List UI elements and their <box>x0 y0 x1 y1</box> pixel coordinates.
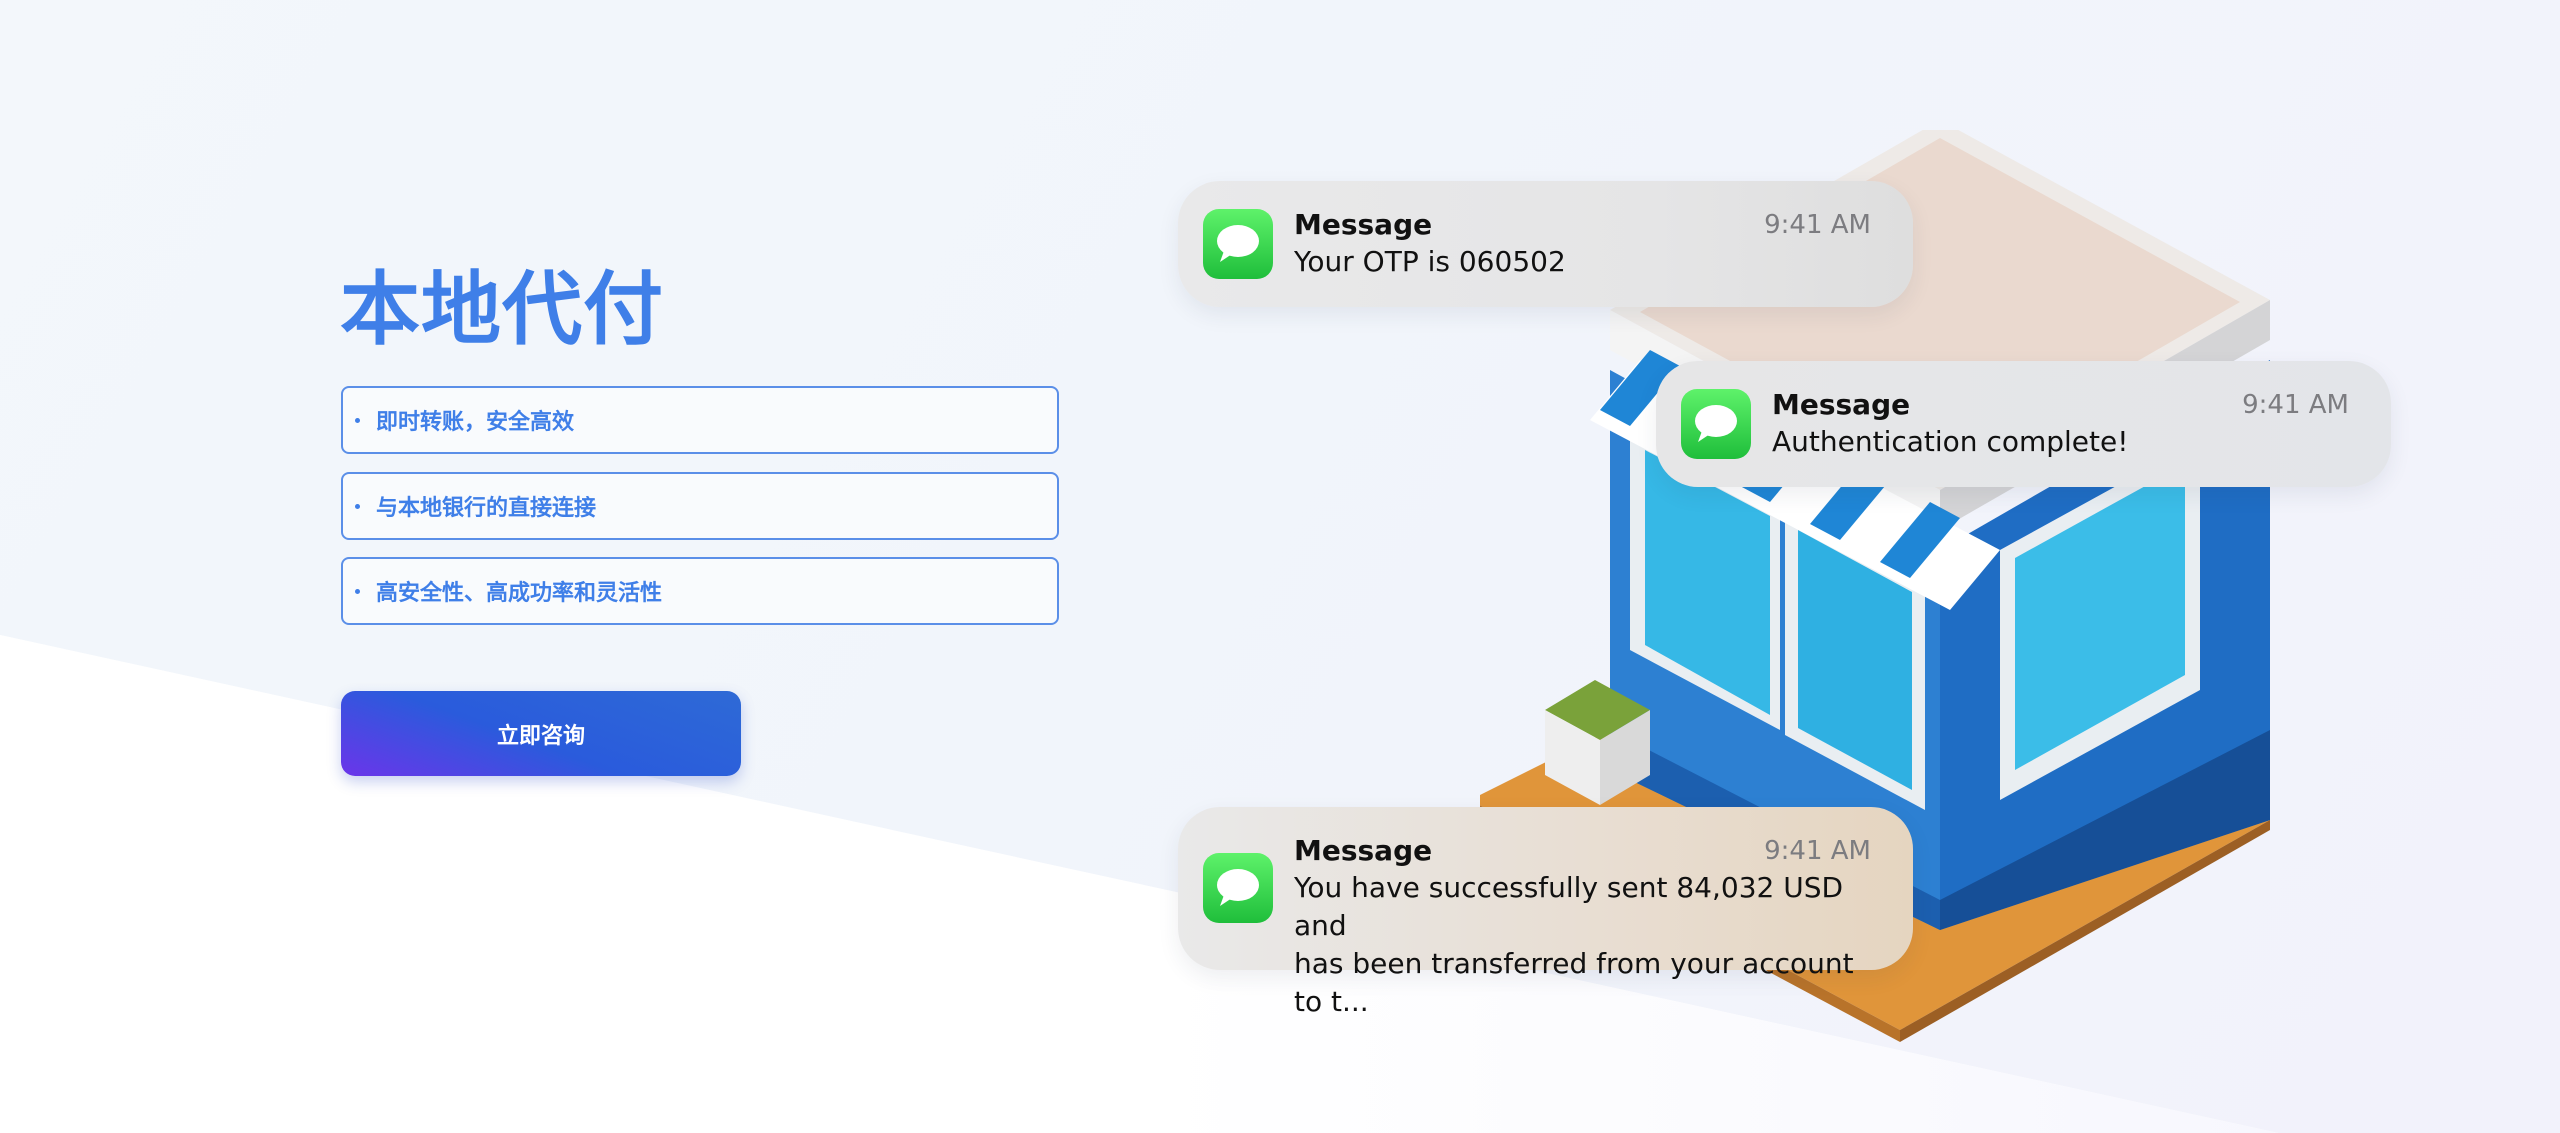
notification-body: Your OTP is 060502 <box>1294 245 1566 278</box>
messages-icon <box>1203 853 1273 923</box>
messages-icon <box>1681 389 1751 459</box>
notification-time: 9:41 AM <box>2242 390 2349 420</box>
feature-text: 与本地银行的直接连接 <box>376 496 597 521</box>
notification-sender: Message <box>1294 208 1433 241</box>
notification-time: 9:41 AM <box>1764 210 1871 240</box>
notification-card: Message 9:41 AM Your OTP is 060502 <box>1178 181 1913 307</box>
plant-icon <box>1545 680 1650 740</box>
messages-icon <box>1203 209 1273 279</box>
bullet-icon <box>355 503 360 509</box>
notification-card: Message 9:41 AM Authentication complete! <box>1656 361 2391 487</box>
bullet-icon <box>355 417 360 423</box>
feature-text: 即时转账，安全高效 <box>376 410 575 435</box>
notification-card: Message 9:41 AM You have successfully se… <box>1178 807 1913 1018</box>
feature-item: 即时转账，安全高效 <box>341 386 1059 454</box>
feature-item: 高安全性、高成功率和灵活性 <box>341 557 1059 625</box>
notification-sender: Message <box>1772 388 1911 421</box>
notification-sender: Message <box>1294 834 1433 867</box>
consult-now-button[interactable]: 立即咨询 <box>341 691 741 776</box>
notification-body: Authentication complete! <box>1772 425 2129 458</box>
bullet-icon <box>355 588 360 594</box>
feature-item: 与本地银行的直接连接 <box>341 472 1059 540</box>
notification-time: 9:41 AM <box>1764 836 1871 866</box>
notification-body-line-2: has been transferred from your account t… <box>1294 947 1854 1018</box>
page-title: 本地代付 <box>340 263 664 356</box>
notification-body-line-1: You have successfully sent 84,032 USD an… <box>1294 871 1844 942</box>
feature-text: 高安全性、高成功率和灵活性 <box>376 581 663 606</box>
